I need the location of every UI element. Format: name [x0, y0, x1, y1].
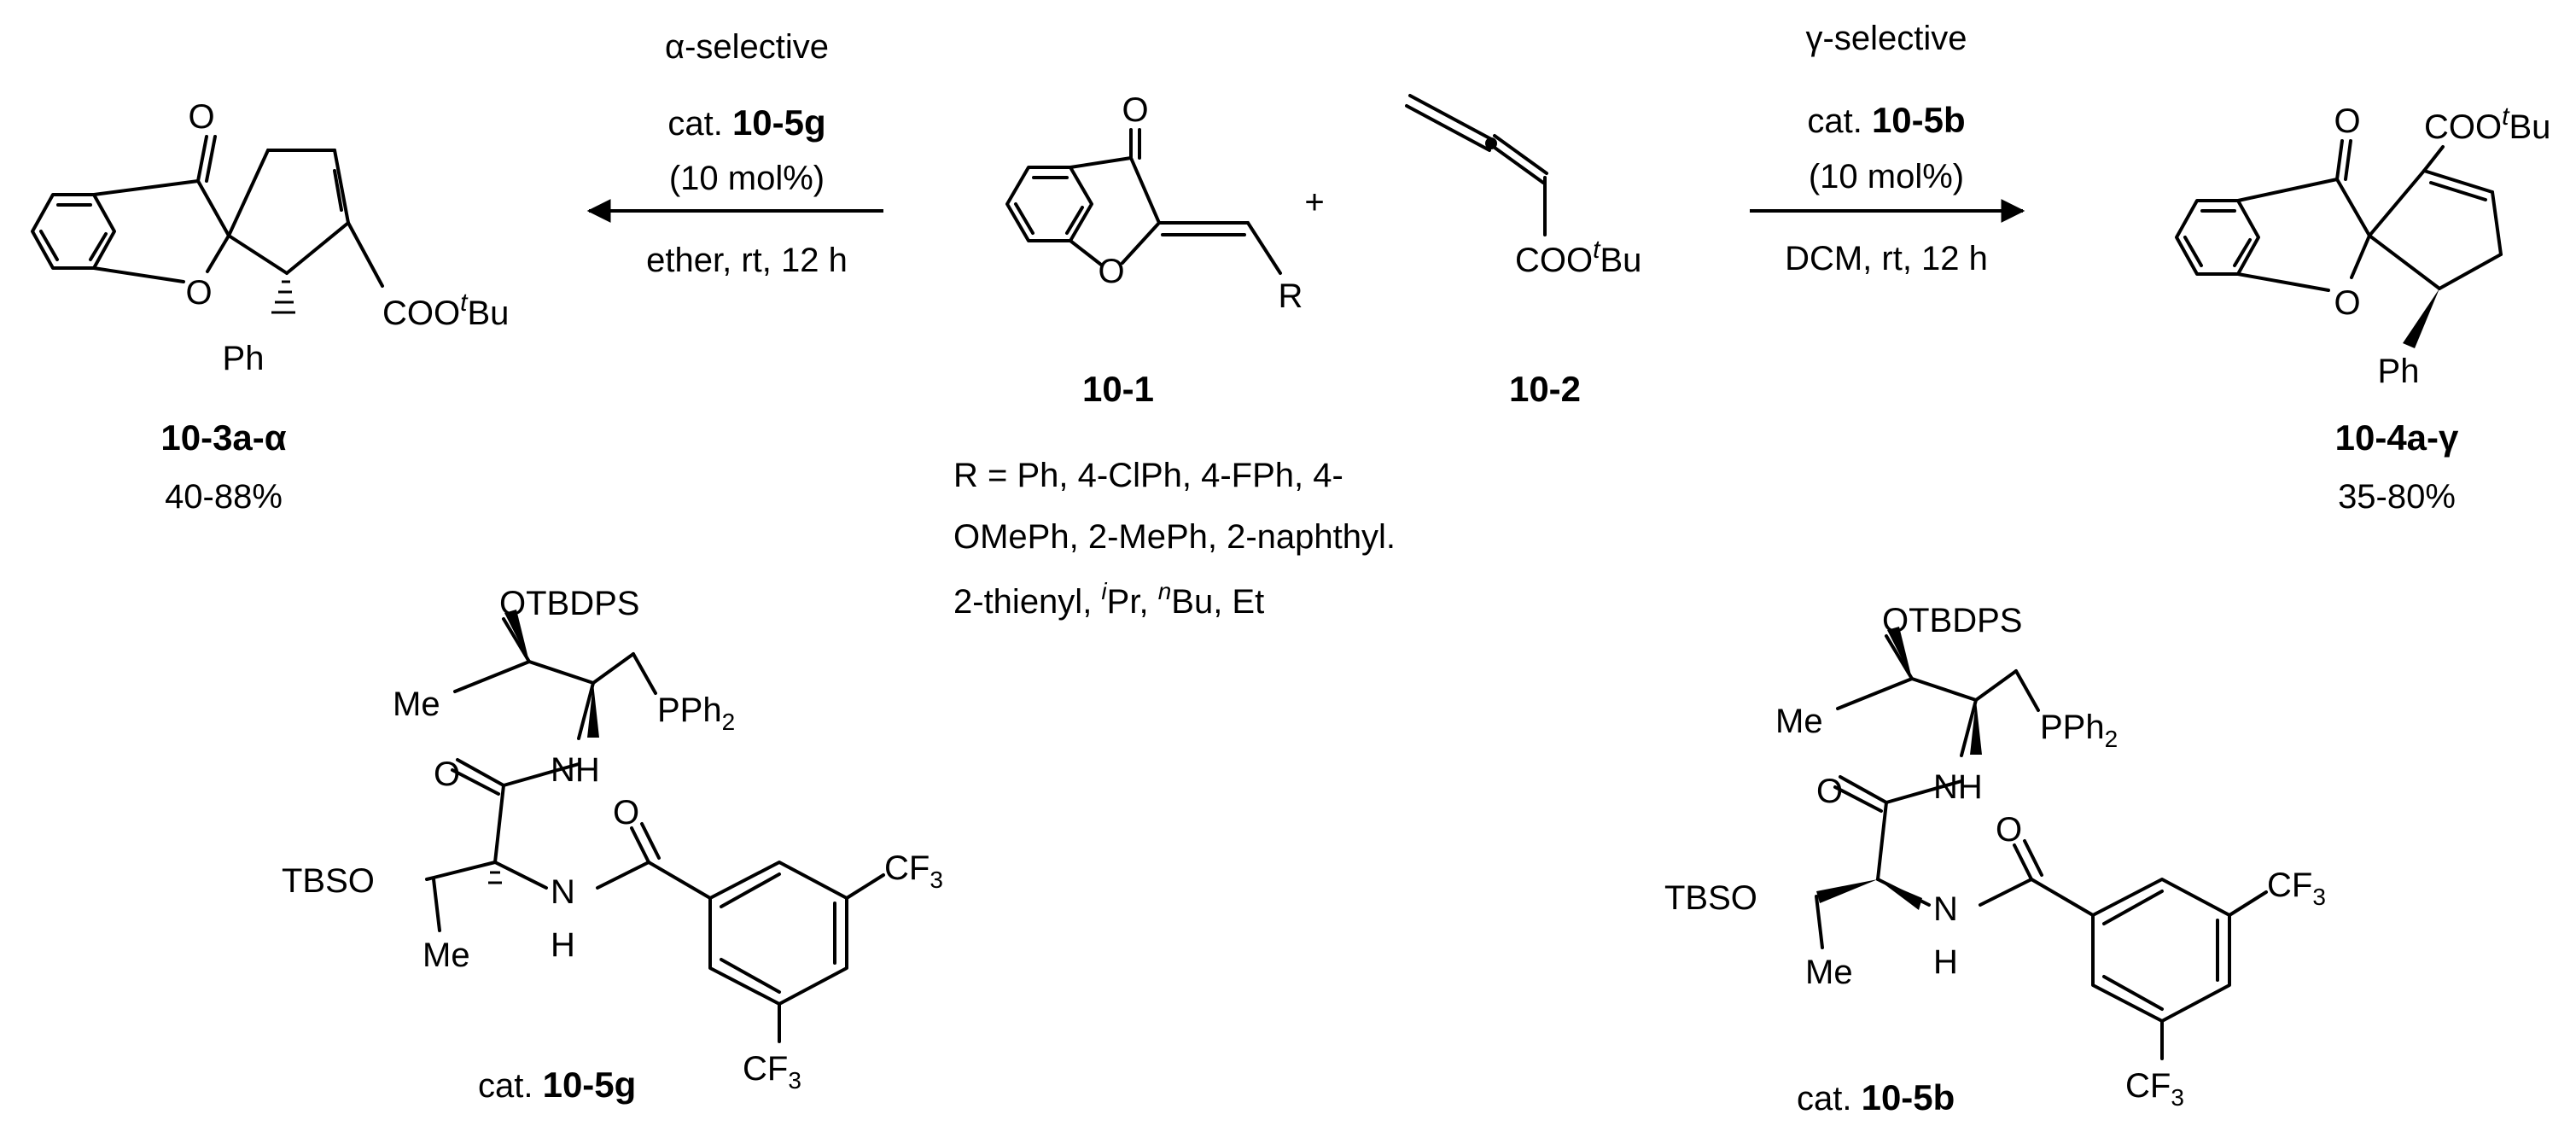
gamma-conditions: DCM, rt, 12 h — [1785, 240, 1988, 277]
product-alpha-yield: 40-88% — [165, 478, 283, 516]
reactant-10-2-structure: COOtBu — [1405, 94, 1641, 279]
reactant-10-2-ester: COOtBu — [1515, 236, 1641, 279]
product-gamma-yield: 35-80% — [2338, 478, 2456, 516]
substituent-line-2: OMePh, 2-MePh, 2-naphthyl. — [953, 518, 1396, 556]
gamma-reaction-arrow: γ-selective cat. 10-5b (10 mol%) DCM, rt… — [1750, 20, 2025, 277]
catalyst-10-5g-n: N — [551, 873, 575, 911]
catalyst-10-5g-name: cat. 10-5g — [478, 1065, 636, 1105]
product-alpha-ph: Ph — [223, 340, 265, 377]
substituent-line-3: 2-thienyl, iPr, nBu, Et — [953, 578, 1264, 621]
product-gamma-ring-o: O — [2334, 284, 2360, 322]
product-gamma-carbonyl-o: O — [2334, 102, 2360, 140]
gamma-catalyst-loading: (10 mol%) — [1809, 158, 1964, 195]
plus-sign: + — [1304, 184, 1324, 221]
catalyst-10-5g-amide-o: O — [434, 756, 460, 793]
substituent-line-1: R = Ph, 4-ClPh, 4-FPh, 4- — [953, 457, 1343, 494]
catalyst-10-5b-structure: OTBDPS Me PPh2 NH O O TBSO N H Me CF3 CF… — [1664, 602, 2326, 1111]
catalyst-10-5g-me-top: Me — [393, 686, 440, 723]
substituent-list: R = Ph, 4-ClPh, 4-FPh, 4- OMePh, 2-MePh,… — [953, 457, 1396, 621]
reactant-10-1-ring-o: O — [1098, 253, 1124, 290]
r-group-label: R — [1279, 277, 1303, 315]
gamma-selective-label: γ-selective — [1806, 20, 1967, 57]
product-alpha-structure: O O Ph COOtBu — [31, 98, 509, 377]
catalyst-10-5b-otbdps: OTBDPS — [1882, 602, 2022, 639]
catalyst-10-5b-cf3-bottom: CF3 — [2125, 1067, 2184, 1111]
catalyst-10-5b-name: cat. 10-5b — [1797, 1077, 1955, 1117]
catalyst-10-5b-amide-o: O — [1816, 773, 1843, 810]
product-gamma-ph: Ph — [2378, 353, 2420, 390]
catalyst-10-5g-otbdps: OTBDPS — [499, 585, 639, 622]
catalyst-10-5b-cf3-top: CF3 — [2267, 867, 2326, 910]
alpha-reaction-arrow: α-selective cat. 10-5g (10 mol%) ether, … — [586, 28, 883, 279]
catalyst-10-5g-cf3-bottom: CF3 — [743, 1050, 801, 1094]
reactant-10-1-carbonyl-o: O — [1122, 91, 1148, 129]
catalyst-10-5g-cf3-top: CF3 — [884, 849, 943, 893]
catalyst-10-5g-structure: OTBDPS Me PPh2 NH O O TBSO N H Me CF3 CF… — [282, 585, 943, 1094]
reactant-10-1-id: 10-1 — [1082, 369, 1154, 409]
product-gamma-id: 10-4a-γ — [2335, 417, 2459, 458]
catalyst-10-5b-me-bottom: Me — [1805, 954, 1853, 991]
product-gamma-structure: O O Ph COOtBu — [2175, 102, 2550, 390]
reactant-10-2-id: 10-2 — [1509, 369, 1581, 409]
catalyst-10-5b-tbso: TBSO — [1664, 879, 1757, 917]
catalyst-10-5b-me-top: Me — [1775, 703, 1823, 740]
catalyst-10-5b-pph2: PPh2 — [2040, 709, 2118, 752]
catalyst-10-5b-benzoyl-o: O — [1996, 811, 2022, 849]
alpha-selective-label: α-selective — [665, 28, 829, 66]
catalyst-10-5g-nh: NH — [551, 751, 600, 789]
product-alpha-id: 10-3a-α — [160, 417, 286, 458]
catalyst-10-5g-h: H — [551, 926, 575, 964]
alpha-conditions: ether, rt, 12 h — [646, 242, 848, 279]
alpha-catalyst-label: cat. 10-5g — [667, 102, 825, 143]
product-alpha-ester: COOtBu — [382, 289, 509, 332]
catalyst-10-5g-tbso: TBSO — [282, 862, 375, 900]
catalyst-10-5g-benzoyl-o: O — [613, 794, 639, 831]
catalyst-10-5g-me-bottom: Me — [423, 937, 470, 974]
catalyst-10-5b-n: N — [1933, 890, 1958, 928]
alpha-catalyst-loading: (10 mol%) — [669, 160, 825, 197]
product-gamma-ester: COOtBu — [2424, 102, 2550, 146]
catalyst-10-5b-h: H — [1933, 943, 1958, 981]
catalyst-10-5b-nh: NH — [1933, 768, 1983, 806]
gamma-catalyst-label: cat. 10-5b — [1807, 100, 1965, 140]
catalyst-10-5g-pph2: PPh2 — [657, 691, 735, 735]
product-alpha-carbonyl-o: O — [188, 98, 214, 136]
product-alpha-ring-o: O — [185, 274, 212, 312]
reactant-10-1-structure: O O R — [1005, 91, 1303, 315]
